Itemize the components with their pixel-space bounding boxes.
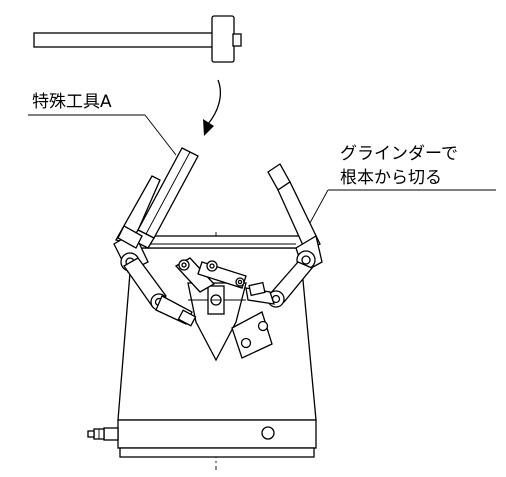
right-pivot-inner [301, 255, 311, 265]
hammer-handle [33, 32, 215, 48]
right-bracket [231, 311, 273, 359]
inner-linkage [174, 257, 247, 293]
center-chuck [187, 282, 247, 362]
hammer-head-cap [232, 33, 242, 47]
grinder-label-line2: 根本から切る [340, 168, 442, 188]
inner-left-bolt-inner [181, 262, 187, 268]
special-tool-label: 特殊工具A [32, 92, 112, 112]
hammer [33, 15, 242, 63]
strike-arrow-curve [207, 79, 222, 125]
inner-right-bolt-inner [237, 279, 243, 285]
special-tool-center-line [145, 151, 191, 235]
right-jaw-finger [277, 181, 321, 253]
special-tool [117, 147, 199, 249]
bracket-hole-upper [257, 320, 269, 332]
special-tool-leader [144, 114, 177, 156]
grinder-label-line1: グラインダーで [340, 144, 458, 164]
bracket-hole-lower [240, 337, 252, 349]
inner-top-bolt-inner [209, 263, 215, 269]
left-link-nut [177, 309, 197, 327]
hammer-head [211, 15, 235, 63]
flange-ring [117, 419, 317, 449]
strike-arrow-head [203, 119, 214, 136]
right-gripper [245, 163, 323, 308]
side-fitting-body [103, 427, 119, 441]
flange-bolt-hole [261, 426, 275, 440]
side-fitting-tip [87, 430, 95, 438]
right-link-nut [248, 281, 266, 297]
base-flange [87, 419, 317, 458]
flange-lower-step [119, 447, 315, 458]
special-tool-collar [117, 225, 143, 249]
left-link-arm [123, 257, 167, 307]
strike-arrow [203, 79, 222, 136]
